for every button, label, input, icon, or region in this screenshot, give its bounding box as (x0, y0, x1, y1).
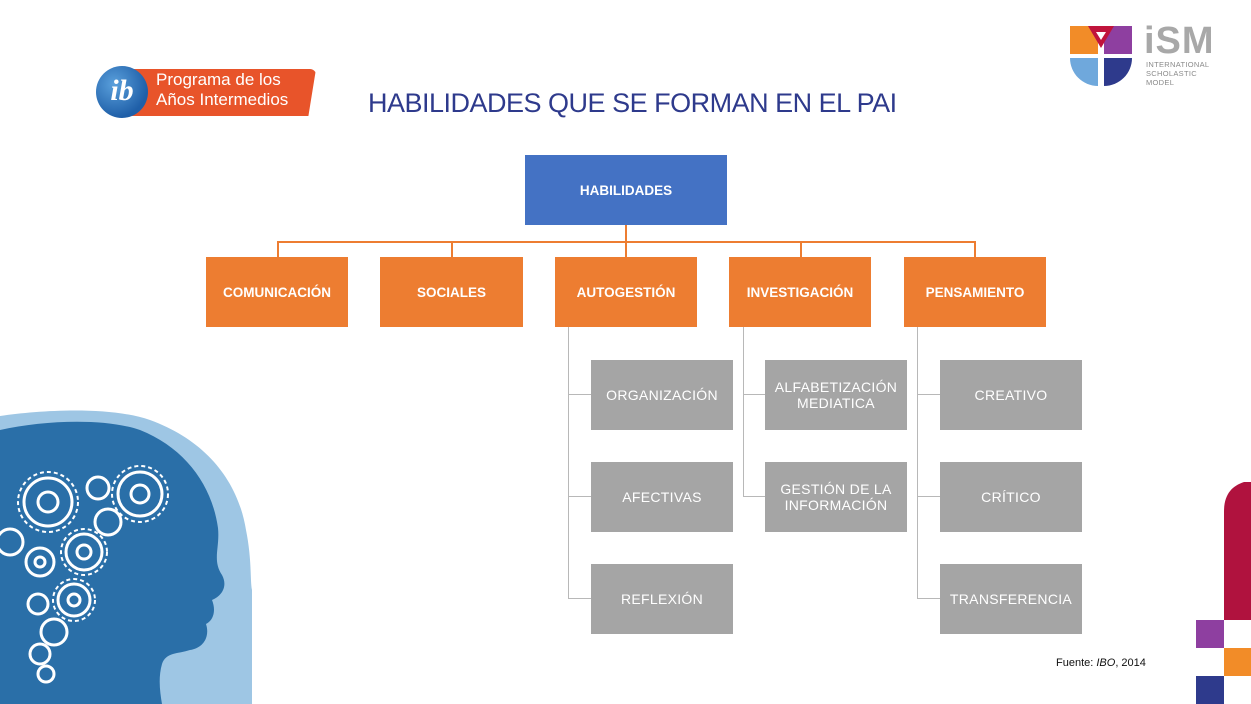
subskill-alfabetizacion-mediatica: ALFABETIZACIÓN MEDIATICA (765, 360, 907, 430)
spine-investigacion (743, 327, 744, 497)
source-prefix: Fuente: (1056, 657, 1097, 669)
ib-logo-text-line2: Años Intermedios (156, 90, 289, 109)
ib-logo-text: Programa de los Años Intermedios (156, 70, 288, 110)
ism-logo: iSM INTERNATIONAL SCHOLASTIC MODEL (1068, 20, 1228, 94)
stem-comunicacion (277, 241, 279, 257)
stem-investigacion (800, 241, 802, 257)
stem-sociales (451, 241, 453, 257)
ism-logo-sub-line2: SCHOLASTIC (1146, 69, 1197, 78)
branch-transferencia (917, 598, 940, 599)
source-name: IBO (1096, 657, 1116, 669)
ism-logo-subtitle: INTERNATIONAL SCHOLASTIC MODEL (1146, 60, 1209, 87)
ism-logo-sub-line3: MODEL (1146, 78, 1175, 87)
subskill-transferencia: TRANSFERENCIA (940, 564, 1082, 634)
subskill-creativo: CREATIVO (940, 360, 1082, 430)
diagram-root-habilidades: HABILIDADES (525, 155, 727, 225)
ib-logo-mark: ib (96, 66, 148, 118)
subskill-reflexion: REFLEXIÓN (591, 564, 733, 634)
source-citation: Fuente: IBO, 2014 (1056, 657, 1146, 669)
ib-programa-logo: ib Programa de los Años Intermedios (96, 66, 318, 120)
category-autogestion: AUTOGESTIÓN (555, 257, 697, 327)
subskill-afectivas: AFECTIVAS (591, 462, 733, 532)
ib-logo-banner (126, 69, 316, 116)
source-suffix: , 2014 (1115, 657, 1146, 669)
decorative-color-blocks-icon (1196, 482, 1251, 704)
branch-reflexion (568, 598, 591, 599)
category-investigacion: INVESTIGACIÓN (729, 257, 871, 327)
branch-critico (917, 496, 940, 497)
branch-afectivas (568, 496, 591, 497)
root-stem (625, 225, 627, 241)
ism-logo-name: iSM (1144, 20, 1215, 62)
ism-logo-mark-icon (1070, 26, 1132, 86)
branch-creativo (917, 394, 940, 395)
spine-autogestion (568, 327, 569, 599)
branch-gestion (743, 496, 765, 497)
stem-autogestion (625, 241, 627, 257)
branch-alfabetizacion (743, 394, 765, 395)
category-comunicacion: COMUNICACIÓN (206, 257, 348, 327)
category-pensamiento: PENSAMIENTO (904, 257, 1046, 327)
subskill-critico: CRÍTICO (940, 462, 1082, 532)
ism-logo-sub-line1: INTERNATIONAL (1146, 60, 1210, 69)
ib-logo-text-line1: Programa de los (156, 70, 281, 89)
head-with-gears-illustration-icon (0, 410, 252, 704)
page-title: HABILIDADES QUE SE FORMAN EN EL PAI (368, 88, 897, 118)
spine-pensamiento (917, 327, 918, 599)
stem-pensamiento (974, 241, 976, 257)
subskill-organizacion: ORGANIZACIÓN (591, 360, 733, 430)
subskill-gestion-informacion: GESTIÓN DE LA INFORMACIÓN (765, 462, 907, 532)
branch-organizacion (568, 394, 591, 395)
category-sociales: SOCIALES (380, 257, 523, 327)
